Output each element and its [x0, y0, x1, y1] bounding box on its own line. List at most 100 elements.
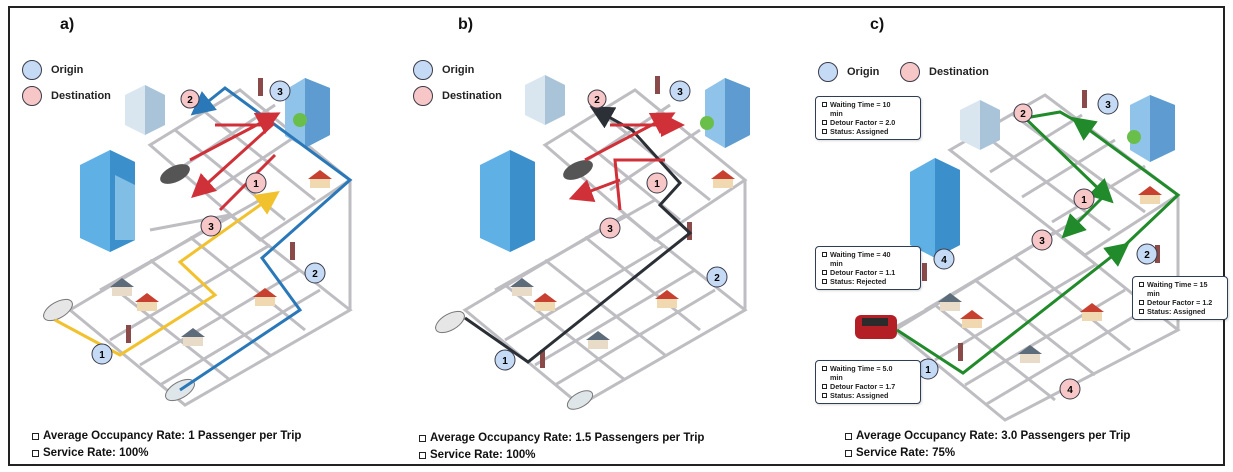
- office-building-top: [125, 85, 165, 135]
- office-building-top: [960, 100, 1000, 150]
- info-waiting-unit: min: [830, 109, 843, 118]
- panel-b-stats: Average Occupancy Rate: 1.5 Passengers p…: [419, 430, 704, 464]
- info-box-passenger-1: Waiting Time = 5.0 min Detour Factor = 1…: [815, 360, 921, 404]
- houses: [938, 186, 1162, 363]
- svg-text:1: 1: [654, 179, 660, 190]
- vehicle-icons: [855, 315, 897, 339]
- info-detour-factor: Detour Factor = 2.0: [830, 118, 896, 127]
- checkbox-icon: [419, 435, 426, 442]
- info-detour-factor: Detour Factor = 1.7: [830, 382, 896, 391]
- black-route: [464, 106, 693, 364]
- svg-text:4: 4: [941, 255, 947, 266]
- destination-marker-4: 4: [1059, 378, 1081, 400]
- svg-text:1: 1: [502, 356, 508, 367]
- legend-origin: Origin: [818, 62, 879, 82]
- info-status: Status: Assigned: [830, 391, 889, 400]
- info-waiting-unit: min: [830, 373, 843, 382]
- destination-legend-icon: [22, 86, 42, 106]
- info-box-passenger-3: Waiting Time = 10 min Detour Factor = 2.…: [815, 96, 921, 140]
- red-route-d: [568, 178, 621, 203]
- origin-marker-4: 4: [933, 248, 955, 270]
- checkbox-icon: [822, 129, 827, 134]
- houses: [110, 170, 332, 346]
- svg-text:4: 4: [1067, 385, 1073, 396]
- yellow-route: [54, 191, 280, 357]
- vehicle-icons: [435, 160, 594, 410]
- origin-marker-3: 3: [1097, 93, 1119, 115]
- panel-b-map: 1 2 3 1 2 3: [435, 75, 750, 410]
- office-building-right: [285, 78, 330, 148]
- occupancy-rate: Average Occupancy Rate: 3.0 Passengers p…: [856, 430, 1131, 442]
- info-waiting-unit: min: [830, 259, 843, 268]
- svg-text:1: 1: [253, 179, 259, 190]
- origin-legend-icon: [22, 60, 42, 80]
- svg-text:3: 3: [1105, 100, 1111, 111]
- checkbox-icon: [822, 252, 827, 257]
- routes: [896, 110, 1181, 375]
- origin-marker-2: 2: [706, 266, 728, 288]
- destination-marker-1: 1: [646, 172, 668, 194]
- panel-a-stats: Average Occupancy Rate: 1 Passenger per …: [32, 428, 301, 462]
- info-detour-factor: Detour Factor = 1.1: [830, 268, 896, 277]
- panel-c-label: c): [870, 16, 885, 33]
- checkbox-icon: [419, 452, 426, 459]
- legend-destination: Destination: [22, 86, 111, 106]
- svg-text:1: 1: [99, 350, 105, 361]
- origin-marker-1: 1: [494, 349, 516, 371]
- svg-text:2: 2: [1144, 250, 1150, 261]
- svg-text:2: 2: [714, 273, 720, 284]
- service-rate: Service Rate: 100%: [43, 447, 149, 459]
- svg-text:2: 2: [187, 95, 193, 106]
- legend-destination: Destination: [900, 62, 989, 82]
- svg-text:3: 3: [677, 87, 683, 98]
- info-waiting-time: Waiting Time = 5.0: [830, 364, 893, 373]
- origin-legend-icon: [413, 60, 433, 80]
- panel-a-label: a): [60, 16, 75, 33]
- panel-c: 1 2 3 4 1 2 3 4 c) Origin Destination Wa…: [800, 0, 1228, 472]
- green-route-return: [1061, 193, 1107, 239]
- office-building-top: [525, 75, 565, 125]
- legend-destination: Destination: [413, 86, 502, 106]
- red-route-b: [191, 123, 276, 199]
- svg-text:1: 1: [1081, 195, 1087, 206]
- destination-marker-2: 2: [180, 89, 200, 109]
- origin-marker-3: 3: [669, 80, 691, 102]
- svg-text:2: 2: [594, 95, 600, 106]
- info-box-passenger-4: Waiting Time = 40 min Detour Factor = 1.…: [815, 246, 921, 290]
- info-detour-factor: Detour Factor = 1.2: [1147, 298, 1213, 307]
- origin-marker-1: 1: [917, 358, 939, 380]
- checkbox-icon: [1139, 309, 1144, 314]
- origin-legend-icon: [818, 62, 838, 82]
- info-status: Status: Assigned: [1147, 307, 1206, 316]
- checkbox-icon: [822, 393, 827, 398]
- panel-a-map: 1 2 3 1 2 3: [43, 78, 353, 407]
- destination-marker-2: 2: [587, 89, 607, 109]
- origin-marker-3: 3: [269, 80, 291, 102]
- checkbox-icon: [822, 366, 827, 371]
- service-rate: Service Rate: 100%: [430, 449, 536, 461]
- info-status: Status: Assigned: [830, 127, 889, 136]
- routes: [464, 106, 693, 364]
- office-building-right: [700, 78, 750, 148]
- svg-text:2: 2: [1020, 109, 1026, 120]
- info-status: Status: Rejected: [830, 277, 887, 286]
- office-building-left: [80, 150, 135, 252]
- svg-text:3: 3: [208, 222, 214, 233]
- svg-text:2: 2: [312, 269, 318, 280]
- checkbox-icon: [845, 450, 852, 457]
- blue-route: [179, 86, 353, 392]
- checkbox-icon: [822, 120, 827, 125]
- checkbox-icon: [822, 279, 827, 284]
- destination-marker-1: 1: [245, 172, 267, 194]
- info-waiting-time: Waiting Time = 10: [830, 100, 891, 109]
- legend-destination-label: Destination: [51, 90, 111, 102]
- origin-marker-1: 1: [91, 343, 113, 365]
- legend-origin-label: Origin: [847, 66, 880, 78]
- checkbox-icon: [32, 450, 39, 457]
- panel-b-label: b): [458, 16, 474, 33]
- road-grid: [462, 88, 748, 407]
- legend-origin-label: Origin: [442, 64, 475, 76]
- occupancy-rate: Average Occupancy Rate: 1.5 Passengers p…: [430, 432, 705, 444]
- red-route-c: [613, 158, 665, 211]
- panel-b: 1 2 3 1 2 3 b) Origin Destination Averag…: [395, 0, 806, 472]
